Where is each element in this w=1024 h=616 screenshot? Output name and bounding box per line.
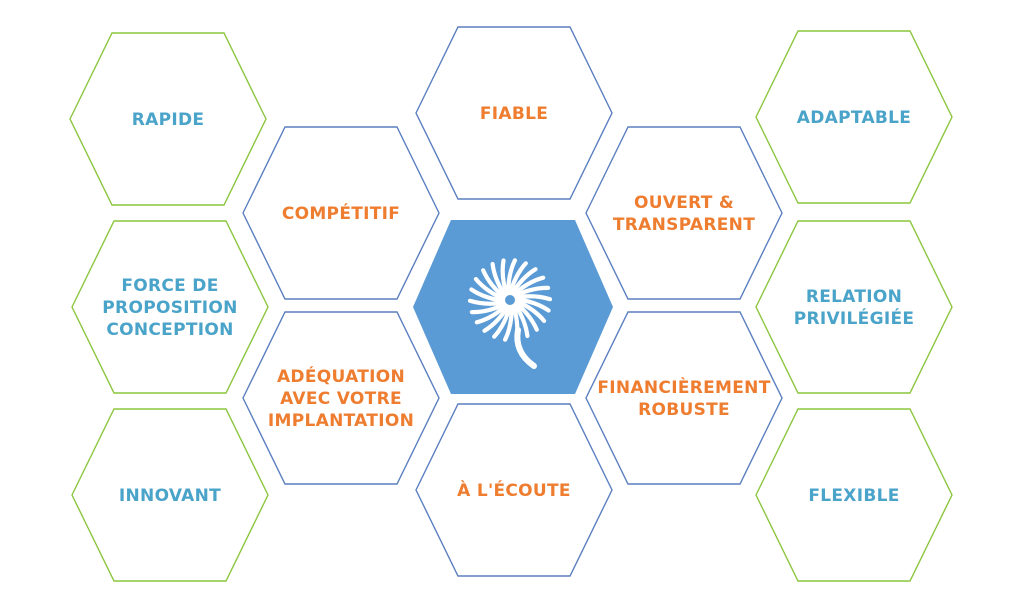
hexagon-innovant: INNOVANT xyxy=(71,408,269,582)
spiral-ray xyxy=(511,296,551,313)
hexagon-label: À L'ÉCOUTE xyxy=(457,479,571,501)
hexagon-label-line: ROBUSTE xyxy=(638,400,730,420)
hexagon-label: COMPÉTITIF xyxy=(282,202,400,224)
hexagon-outline xyxy=(585,311,783,485)
hexagon-outline xyxy=(415,26,613,200)
hexagon-label-line: RELATION xyxy=(806,287,902,307)
hexagon-outline xyxy=(585,126,783,300)
hexagon-outline xyxy=(755,408,953,582)
center-hexagon xyxy=(413,220,613,394)
hexagon-label-line: FORCE DE xyxy=(121,276,218,296)
hexagon-label-line: COMPÉTITIF xyxy=(282,202,400,224)
hexagon-fiable: FIABLE xyxy=(415,26,613,200)
spiral-hub xyxy=(505,295,515,305)
hexagon-label: RAPIDE xyxy=(132,110,205,130)
hexagon-label-line: FIABLE xyxy=(480,104,548,124)
spiral-tail xyxy=(514,327,537,369)
hexagon-outline xyxy=(415,403,613,577)
hexagon-label-line: AVEC VOTRE xyxy=(280,389,402,409)
hexagon-label-line: À L'ÉCOUTE xyxy=(457,479,571,501)
hexagon-flexible: FLEXIBLE xyxy=(755,408,953,582)
hexagon-adaptable: ADAPTABLE xyxy=(755,30,953,204)
hexagon-outline xyxy=(242,126,440,300)
hexagon-label-line: ADÉQUATION xyxy=(277,365,405,387)
hexagon-label-line: ADAPTABLE xyxy=(797,108,911,128)
hexagon-label: OUVERT &TRANSPARENT xyxy=(613,193,755,235)
hexagon-a-l-ecoute: À L'ÉCOUTE xyxy=(415,403,613,577)
hexagon-label: ADAPTABLE xyxy=(797,108,911,128)
hexagon-competitif: COMPÉTITIF xyxy=(242,126,440,300)
hexagon-label-line: FLEXIBLE xyxy=(808,486,899,506)
hexagon-outline xyxy=(71,408,269,582)
hexagon-label-line: PRIVILÉGIÉE xyxy=(794,307,915,329)
hexagon-outline xyxy=(71,220,269,394)
hexagon-label-line: INNOVANT xyxy=(119,486,221,506)
hexagon-outline xyxy=(755,220,953,394)
hexagon-label: FLEXIBLE xyxy=(808,486,899,506)
hexagon-label-line: TRANSPARENT xyxy=(613,215,755,235)
spiral-shell-logo-icon xyxy=(467,258,553,369)
hexagon-label-line: PROPOSITION xyxy=(102,298,237,318)
hexagon-rapide: RAPIDE xyxy=(69,32,267,206)
hexagon-label-line: RAPIDE xyxy=(132,110,205,130)
hexagon-outline xyxy=(755,30,953,204)
hexagon-ouvert-transparent: OUVERT &TRANSPARENT xyxy=(585,126,783,300)
hexagon-label-line: FINANCIÈREMENT xyxy=(597,376,770,398)
hexagon-label-line: OUVERT & xyxy=(634,193,734,213)
hexagon-label: INNOVANT xyxy=(119,486,221,506)
hexagon-label: FIABLE xyxy=(480,104,548,124)
hexagon-label-line: IMPLANTATION xyxy=(268,411,414,431)
hexagon-outline xyxy=(242,311,440,485)
hexagon-outline xyxy=(69,32,267,206)
hexagon-label-line: CONCEPTION xyxy=(106,320,233,340)
